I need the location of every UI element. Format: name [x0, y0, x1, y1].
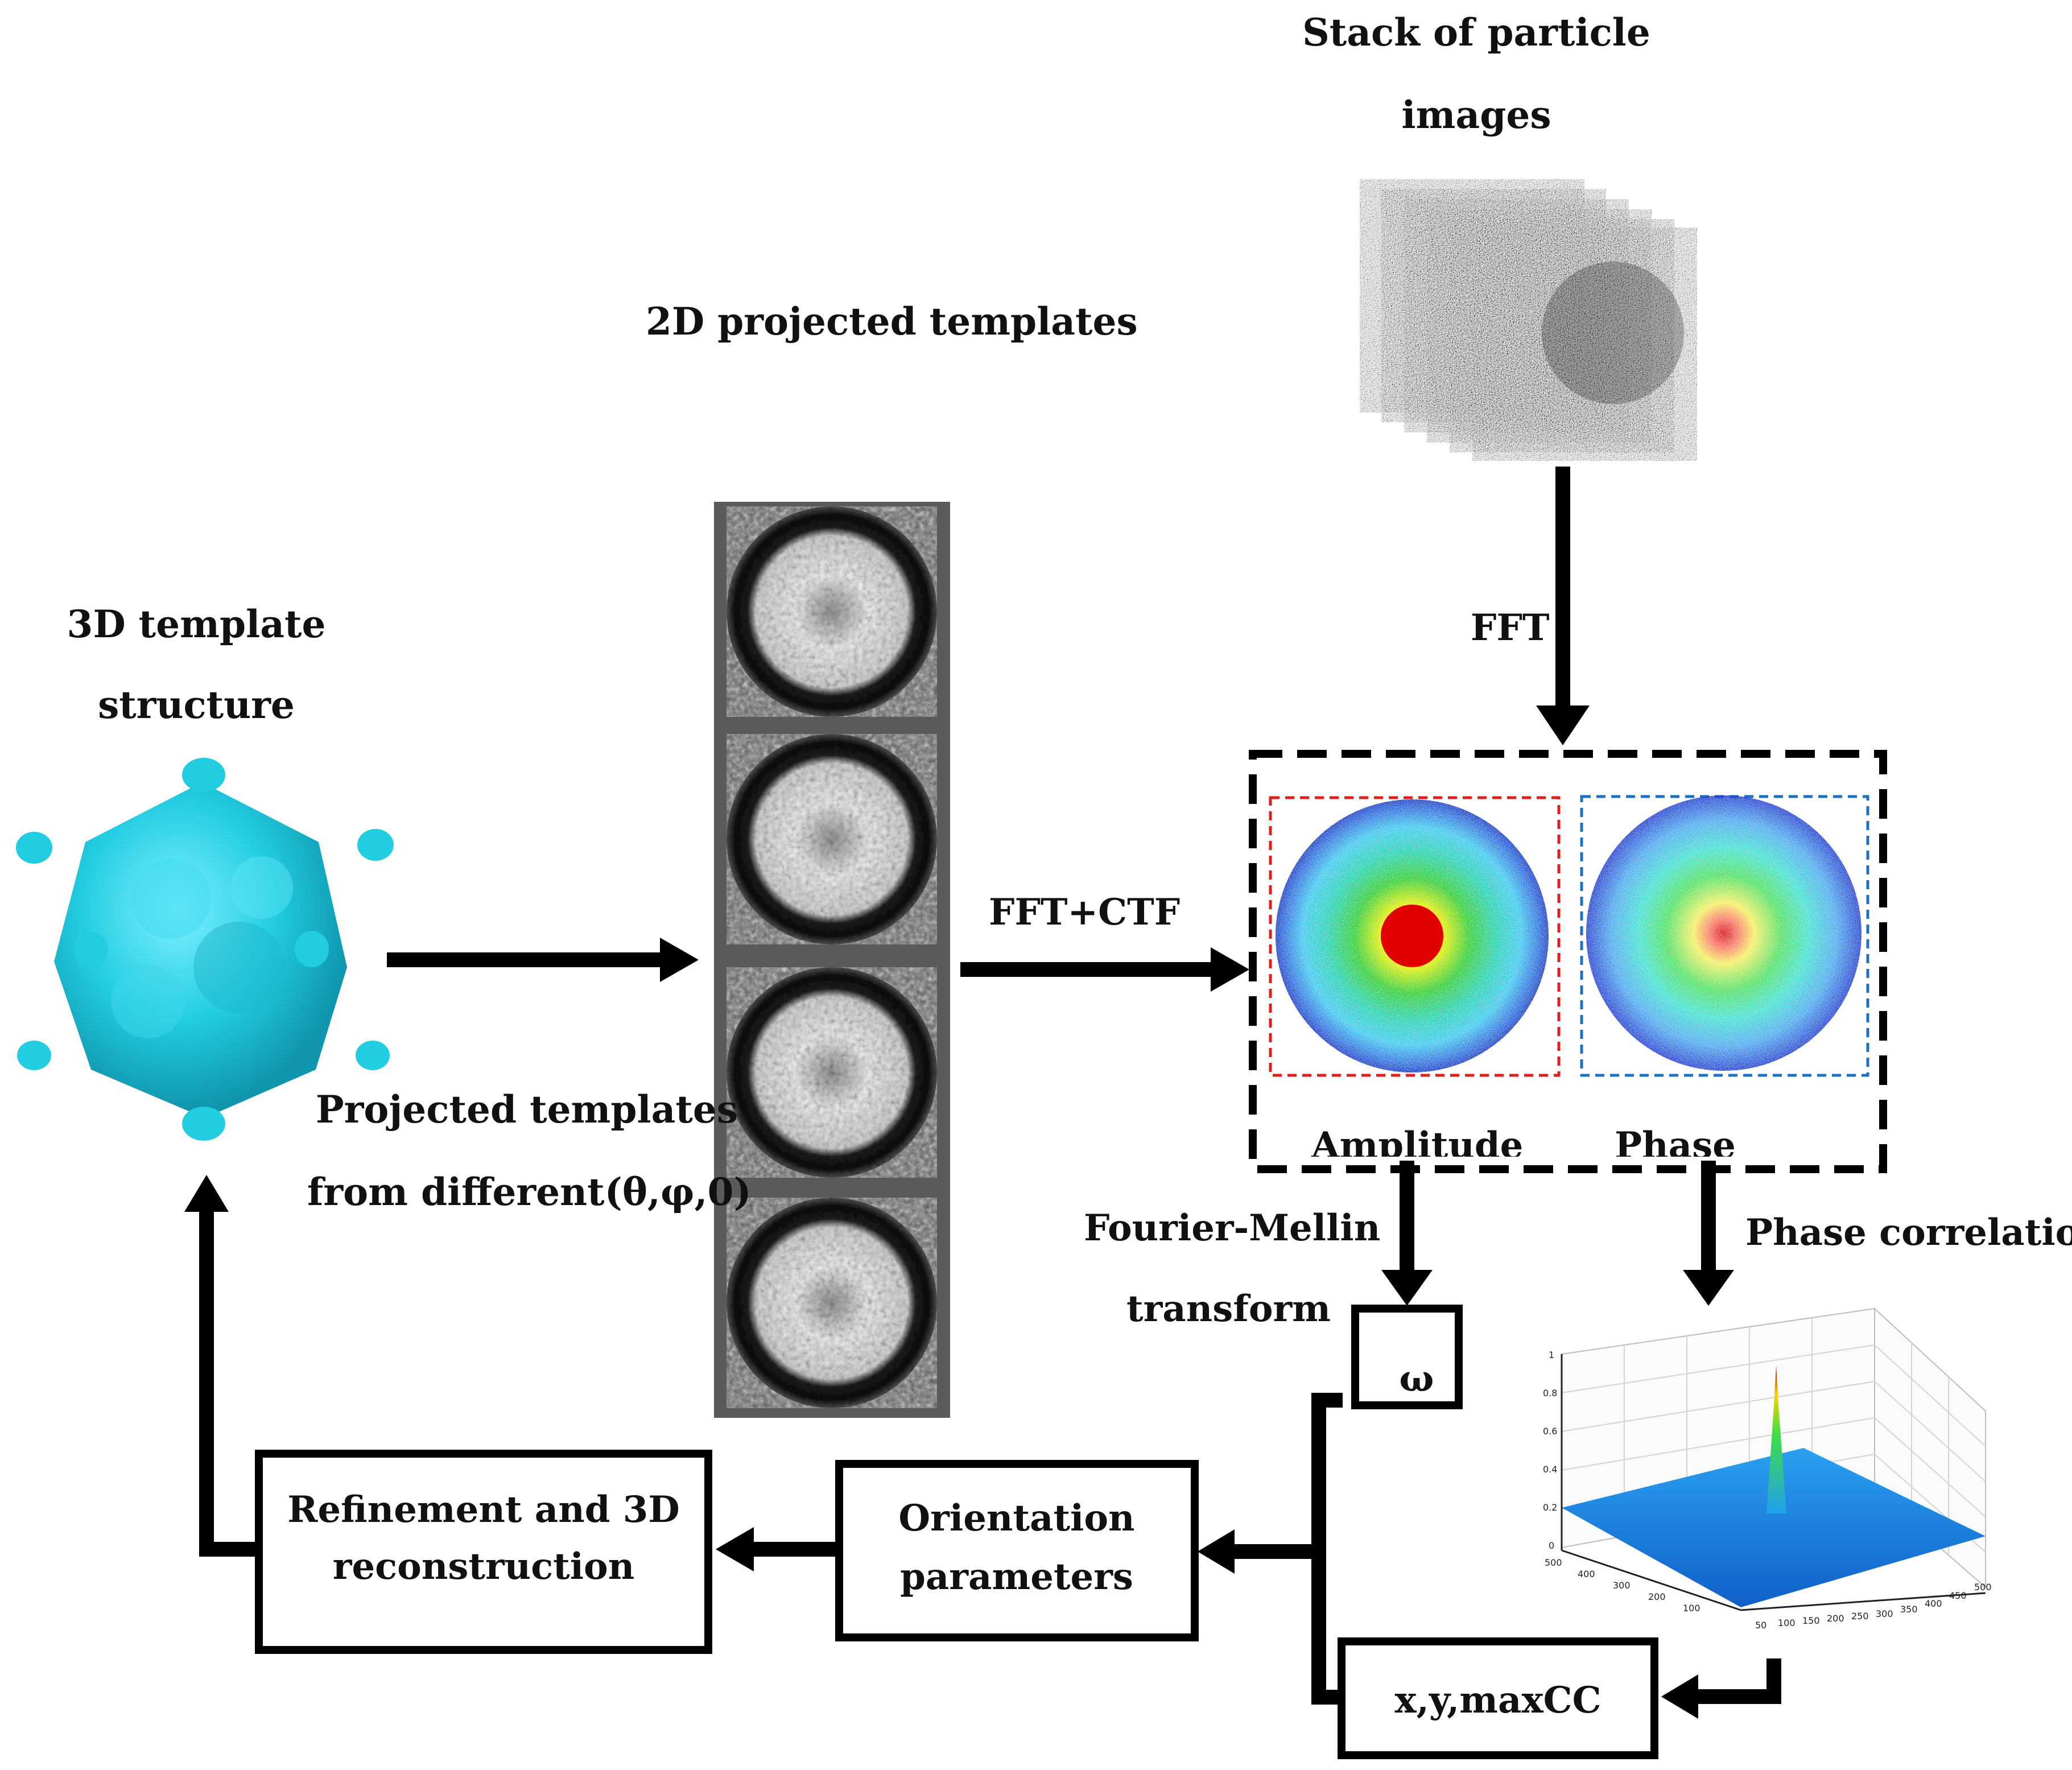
- phase-correlation-surface-plot: 0 0.2 0.4 0.6 0.8 1 500 400 300 200 100 …: [1543, 1307, 1992, 1631]
- refinement-box: Refinement and 3D reconstruction: [255, 1450, 712, 1654]
- template3d-title-line1: 3D template: [67, 602, 326, 646]
- projected-2d-title: 2D projected templates: [646, 299, 1138, 344]
- projection-image-2: [727, 734, 937, 944]
- fourier-mellin-arrow: [1381, 1161, 1433, 1306]
- surface-to-xymaxcc-arrow: [1661, 1658, 1781, 1719]
- y-tick-2: 200: [1648, 1591, 1666, 1602]
- orientation-to-refinement-arrow: [716, 1527, 839, 1571]
- projection-arrow: [387, 938, 699, 982]
- z-tick-0: 0: [1549, 1540, 1554, 1551]
- z-tick-1: 0.2: [1543, 1502, 1557, 1513]
- stack-title-line1: Stack of particle: [1302, 10, 1650, 55]
- x-tick-2: 100: [1778, 1618, 1796, 1628]
- z-tick-5: 1: [1549, 1350, 1554, 1360]
- projected-templates-line1: Projected templates: [316, 1087, 738, 1132]
- amplitude-spectrum: [1276, 799, 1549, 1072]
- fourier-mellin-line1: Fourier-Mellin: [1084, 1207, 1380, 1249]
- fft-arrow: [1536, 467, 1590, 745]
- x-tick-8: 400: [1925, 1598, 1942, 1609]
- parameter-collector-bracket: [1198, 1393, 1343, 1705]
- y-tick-5: 500: [1545, 1557, 1562, 1568]
- particle-image-stack: [1360, 179, 1697, 461]
- fourier-spectrum-box: Amplitude Phase: [1249, 750, 1887, 1173]
- x-tick-5: 250: [1851, 1611, 1869, 1622]
- y-tick-4: 400: [1578, 1569, 1595, 1579]
- projection-image-4: [727, 1198, 937, 1408]
- phase-correlation-arrow: [1683, 1161, 1734, 1306]
- fourier-mellin-line2: transform: [1126, 1288, 1331, 1330]
- fft-ctf-arrow: [960, 947, 1249, 992]
- y-tick-1: 100: [1683, 1603, 1700, 1614]
- omega-label: ω: [1400, 1358, 1434, 1400]
- xymaxcc-label: x,y,maxCC: [1395, 1679, 1602, 1722]
- x-tick-9: 450: [1949, 1590, 1967, 1601]
- orientation-parameters-box: Orientation parameters: [835, 1460, 1199, 1641]
- feedback-arrow: [184, 1175, 262, 1557]
- projection-image-3: [727, 967, 937, 1178]
- z-tick-3: 0.6: [1543, 1426, 1557, 1437]
- projected-templates-line2: from different(θ,φ,0): [307, 1170, 752, 1214]
- orientation-line2: parameters: [900, 1556, 1133, 1598]
- z-tick-4: 0.8: [1543, 1388, 1557, 1398]
- fft-ctf-label: FFT+CTF: [989, 891, 1180, 934]
- xymaxcc-box: x,y,maxCC: [1338, 1637, 1658, 1759]
- orientation-line1: Orientation: [898, 1497, 1134, 1540]
- template3d-title-line2: structure: [98, 683, 295, 727]
- stack-title-line2: images: [1402, 93, 1551, 137]
- x-tick-6: 300: [1876, 1608, 1893, 1619]
- phase-correlation-label: Phase correlation: [1745, 1211, 2072, 1254]
- y-tick-3: 300: [1613, 1580, 1631, 1591]
- x-tick-4: 200: [1827, 1613, 1844, 1624]
- amplitude-label: Amplitude: [1311, 1124, 1523, 1167]
- fft-label: FFT: [1471, 606, 1550, 649]
- phase-label: Phase: [1615, 1124, 1736, 1167]
- omega-box: ω: [1351, 1305, 1463, 1409]
- x-tick-1: 50: [1755, 1620, 1766, 1631]
- refinement-line1: Refinement and 3D: [287, 1488, 680, 1531]
- x-tick-7: 350: [1900, 1604, 1918, 1615]
- phase-spectrum: [1586, 795, 1862, 1071]
- refinement-line2: reconstruction: [333, 1545, 635, 1588]
- virus-3d-model: [16, 758, 394, 1141]
- z-tick-2: 0.4: [1543, 1464, 1557, 1475]
- projection-image-1: [727, 506, 937, 717]
- x-tick-10: 500: [1974, 1582, 1992, 1592]
- x-tick-3: 150: [1802, 1615, 1820, 1626]
- projected-templates-strip: [714, 502, 950, 1418]
- amplitude-frame: [1269, 796, 1561, 1077]
